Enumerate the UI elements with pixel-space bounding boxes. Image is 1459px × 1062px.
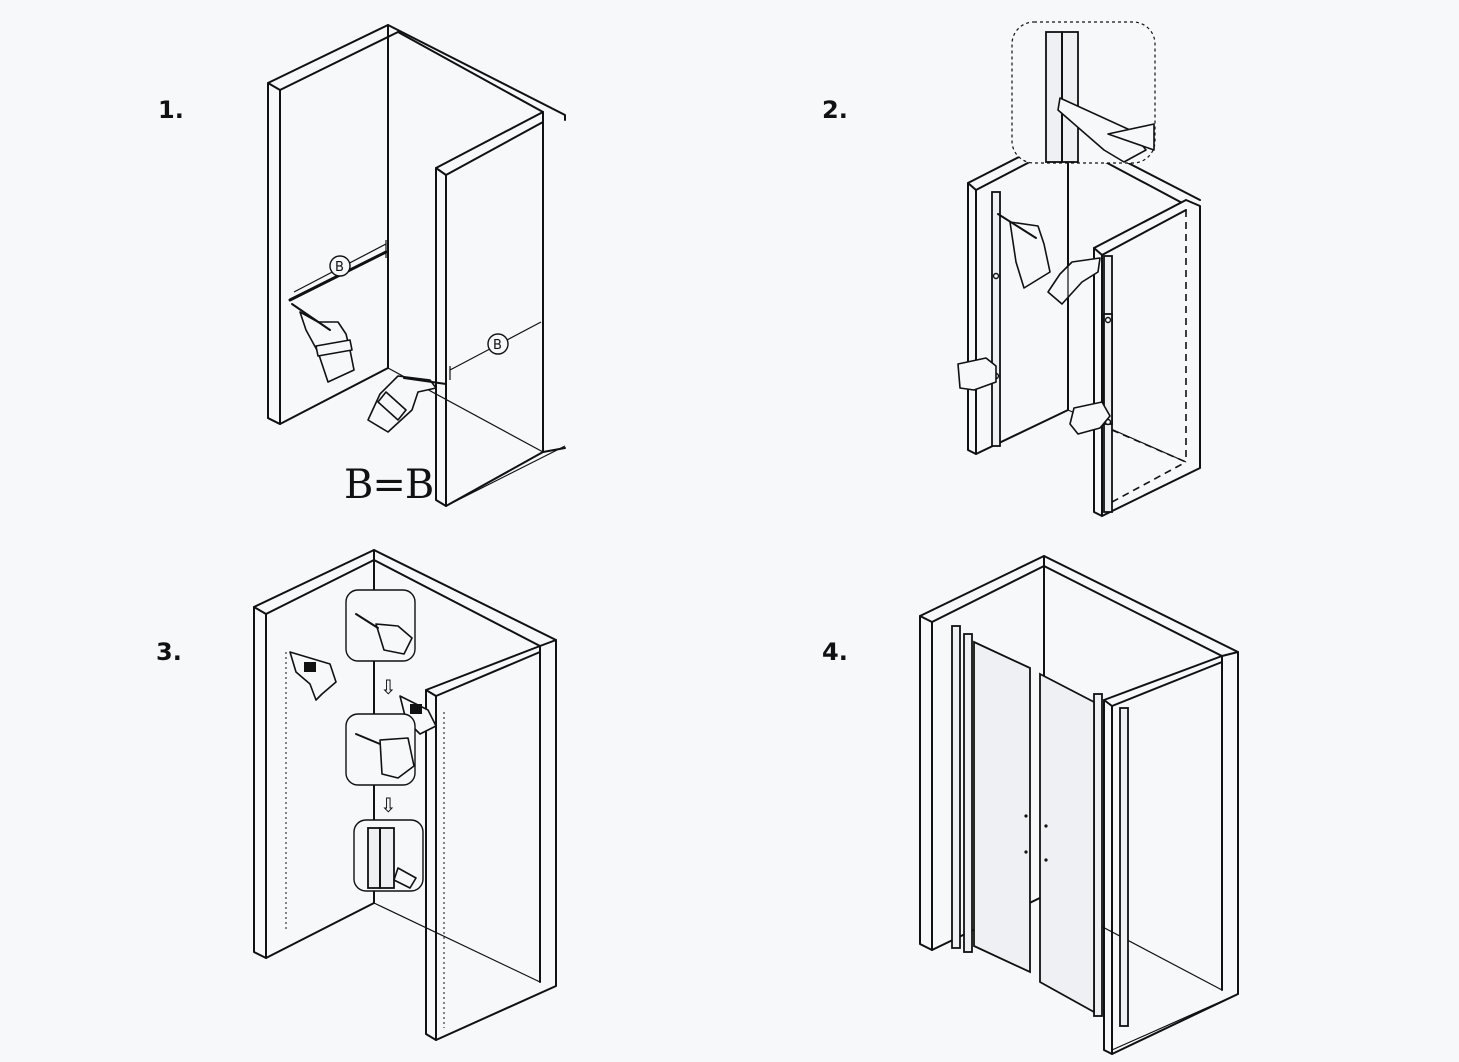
screw-profile-icon [367, 827, 417, 889]
drill-icon [289, 651, 337, 701]
handle-knob [1024, 850, 1028, 854]
arrow-down-icon: ⇩ [380, 675, 397, 699]
step-1-number: 1. [158, 96, 184, 124]
wall-profile-left [951, 625, 961, 949]
marker-b-right: B [493, 338, 502, 353]
hand-pencil-icon [997, 213, 1051, 289]
step-3-number: 3. [156, 638, 182, 666]
hammer-plug-icon [355, 733, 415, 779]
hand-pencil-icon [367, 375, 447, 433]
door-frame-left [963, 633, 973, 953]
door-panel-left [973, 640, 1031, 974]
hand-pencil-icon [291, 303, 355, 383]
b-equals-b-label: B=B [344, 462, 434, 508]
wall-profile-right [1119, 707, 1129, 1027]
hand-pencil-icon [1047, 257, 1101, 305]
step-4-number: 4. [822, 638, 848, 666]
hand-hold-icon [957, 357, 997, 391]
door-frame-right [1093, 693, 1103, 1017]
hand-hold-icon [1069, 401, 1111, 435]
handle-knob [1044, 858, 1048, 862]
arrow-down-icon: ⇩ [380, 793, 397, 817]
marker-b-left: B [335, 260, 344, 275]
step-2-number: 2. [822, 96, 848, 124]
door-panel-right [1039, 672, 1095, 1014]
profile-detail-icon [1045, 31, 1155, 163]
handle-knob [1044, 824, 1048, 828]
drill-detail-icon [355, 613, 413, 655]
handle-knob [1024, 814, 1028, 818]
